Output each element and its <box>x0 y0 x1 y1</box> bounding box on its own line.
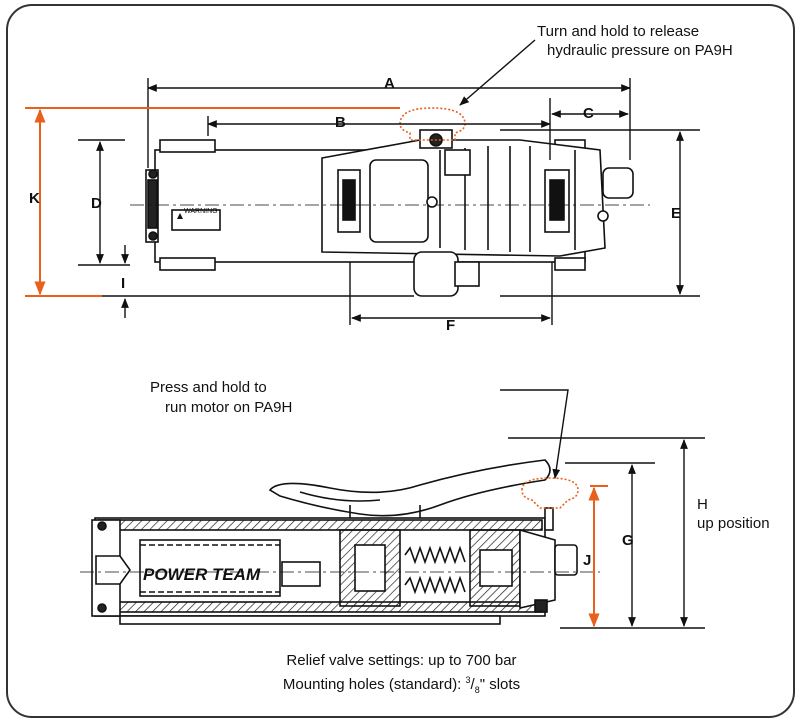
dimension-f-label: F <box>446 317 456 334</box>
dimension-i-label: I <box>121 275 126 292</box>
diagram-frame <box>6 4 795 718</box>
top-view-pump <box>130 129 650 297</box>
warning-label: WARNING <box>184 208 218 215</box>
mounting-suffix: " slots <box>479 676 521 693</box>
dimension-e-label: E <box>671 205 682 222</box>
dimension-d-label: D <box>91 195 102 212</box>
relief-valve-caption: Relief valve settings: up to 700 bar <box>286 652 517 669</box>
mounting-separator: / <box>470 676 475 693</box>
dimension-k-label: K <box>29 190 40 207</box>
dimension-k-lines <box>25 107 400 297</box>
release-callout-line1: Turn and hold to release <box>537 23 700 40</box>
release-callout-line2: hydraulic pressure on PA9H <box>547 42 733 59</box>
dimension-h-label: H <box>697 496 708 513</box>
dimension-g-label: G <box>622 532 634 549</box>
motor-callout-line2: run motor on PA9H <box>165 399 293 416</box>
release-callout-arrow <box>459 39 536 106</box>
motor-callout-line1: Press and hold to <box>150 379 267 396</box>
side-dimension-lines <box>508 437 705 629</box>
mounting-holes-caption: Mounting holes (standard): 3/8" slots <box>0 671 803 700</box>
mounting-denominator: 8 <box>474 685 480 695</box>
brand-logo-text: POWER TEAM <box>143 565 261 584</box>
dimension-h-sub-label: up position <box>697 515 770 532</box>
motor-callout-arrow <box>500 389 569 479</box>
mounting-prefix: Mounting holes (standard): <box>282 676 466 693</box>
dimension-j-label: J <box>583 552 592 569</box>
side-view-pump <box>80 459 600 625</box>
dimension-a-label: A <box>384 75 395 92</box>
dimension-j-lines <box>588 485 608 628</box>
dimension-c-label: C <box>583 105 594 122</box>
mounting-numerator: 3 <box>465 675 471 685</box>
top-dimension-lines <box>78 78 700 325</box>
dimension-b-label: B <box>335 114 346 131</box>
motor-button-outline <box>521 477 579 509</box>
